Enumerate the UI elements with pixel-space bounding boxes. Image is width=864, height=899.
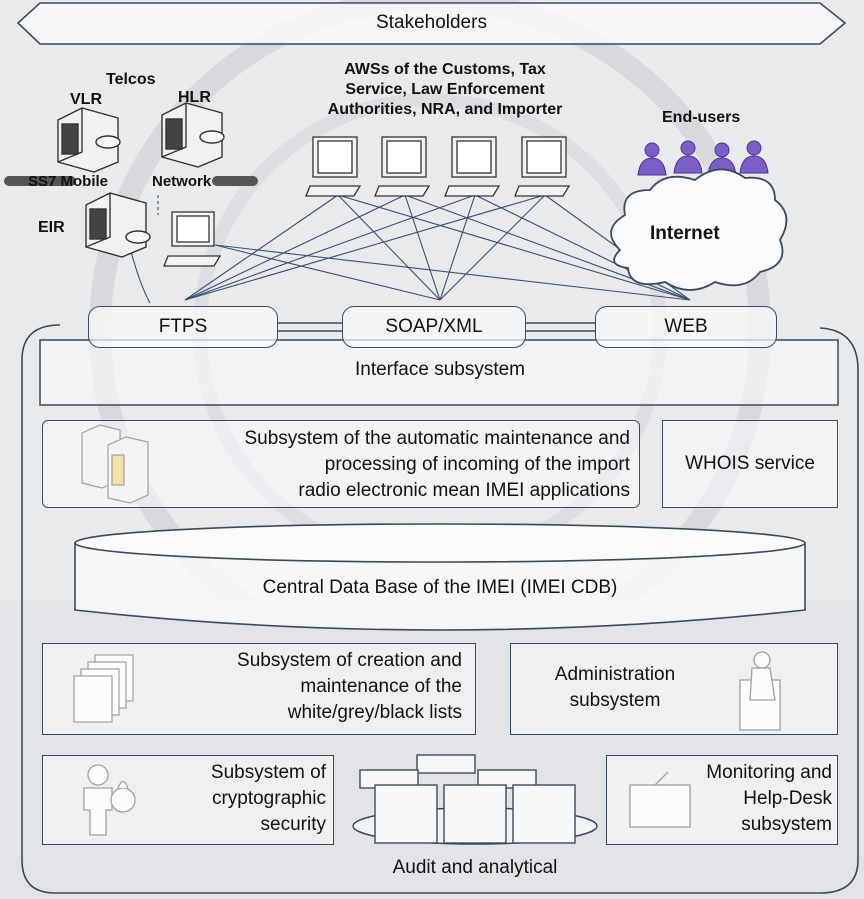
lists-label: Subsystem of creation and maintenance of… [237,650,462,723]
whois-box [662,420,838,508]
lists-box [42,643,476,735]
vlr-label: VLR [70,91,102,108]
aws-caption: AWSs of the Customs, Tax Service, Law En… [327,61,563,118]
monitoring-box [606,755,838,845]
whois-label: WHOIS service [685,453,815,474]
crypto-label: Subsystem of cryptographic security [210,762,326,835]
aws-terminal-icon [444,136,501,197]
monitoring-label: Monitoring and Help-Desk subsystem [706,762,832,835]
aws-terminal-icon [305,136,362,197]
admin-label: Administration subsystem [554,664,676,711]
eir-label: EIR [38,219,65,236]
web-interface [595,306,777,348]
ss7-label: SS7 Mobile [28,173,109,190]
stakeholders-label: Stakeholders [376,12,487,33]
central-database-cylinder [74,523,806,631]
ftps-label: FTPS [158,316,208,337]
network-label: Network [152,173,212,190]
hlr-server-icon [161,102,225,168]
ftps-interface [88,306,278,348]
telcos-label: Telcos [106,71,156,88]
soap-label: SOAP/XML [385,316,483,337]
auto-processing-label: Subsystem of the automatic maintenance a… [244,428,630,501]
cdb-label: Central Data Base of the IMEI (IMEI CDB) [262,577,618,598]
interface-subsystem-label: Interface subsystem [354,359,526,380]
end-users-icon [637,140,769,176]
eir-terminal-icon [163,211,222,267]
stakeholders-banner [16,2,847,45]
audit-label: Audit and analytical [392,857,558,878]
internet-cloud-icon [610,168,788,291]
auto-processing-box [42,420,640,508]
crypto-box [42,755,334,845]
audit-servers-icon [359,754,576,844]
hlr-label: HLR [178,89,211,106]
aws-terminal-icon [514,136,571,197]
ss7-cable-icon [4,176,258,186]
web-label: WEB [664,316,708,337]
end-users-label: End-users [662,109,741,126]
vlr-server-icon [57,107,121,173]
eir-server-icon [85,192,151,258]
soap-interface [342,306,526,348]
aws-terminal-icon [374,136,431,197]
admin-box [510,643,838,735]
internet-label: Internet [650,223,720,244]
